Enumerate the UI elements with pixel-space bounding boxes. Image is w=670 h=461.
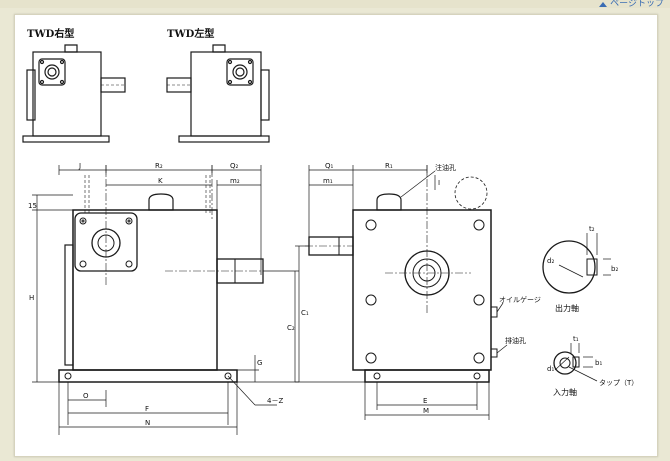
input-shaft-detail xyxy=(553,343,598,382)
page-top-label: ページトップ xyxy=(610,0,664,9)
title-right-type: TWD右型 xyxy=(27,27,74,40)
dim-F: F xyxy=(145,405,149,413)
dim-15: 15 xyxy=(28,202,37,210)
callout-oil-drain: 排油孔 xyxy=(505,336,526,345)
dim-m1: m₁ xyxy=(323,177,333,185)
dim-N: N xyxy=(145,419,150,427)
arrow-up-icon xyxy=(599,1,608,7)
top-bar xyxy=(0,0,670,8)
dim-H: H xyxy=(29,294,34,302)
callout-oil-gauge: オイルゲージ xyxy=(499,295,541,304)
dim-Q1: Q₁ xyxy=(325,162,334,170)
dim-m2: m₂ xyxy=(230,177,240,185)
output-shaft-label: 出力軸 xyxy=(555,303,579,313)
dim-O: O xyxy=(83,392,89,400)
input-shaft-label: 入力軸 xyxy=(553,387,577,397)
dim-K: K xyxy=(158,177,163,185)
title-left-type: TWD左型 xyxy=(167,27,214,40)
input-b1: b₁ xyxy=(595,359,602,367)
dim-M: M xyxy=(423,407,429,415)
dim-R1: R₁ xyxy=(385,162,393,170)
input-t1: t₁ xyxy=(573,335,579,343)
front-view: J R₂ Q₂ K m₂ 15 H C₂ G xyxy=(28,162,299,435)
output-shaft-detail xyxy=(542,233,611,294)
dim-C1: C₁ xyxy=(301,309,309,317)
dim-C2: C₂ xyxy=(287,324,295,332)
drawing-panel: TWD右型 TWD左型 xyxy=(14,14,658,457)
input-d1: d₁ xyxy=(547,365,554,373)
output-d2: d₂ xyxy=(547,257,554,265)
output-t2: t₂ xyxy=(589,225,595,233)
side-view: Q₁ R₁ m₁ I C₁ E M 注油孔 オイルゲージ 排油孔 xyxy=(295,162,541,420)
input-tap-label: タップ（T） xyxy=(599,378,638,387)
output-b2: b₂ xyxy=(611,265,618,273)
dim-G: G xyxy=(257,359,262,367)
dim-R2: R₂ xyxy=(155,162,163,170)
dim-Q2: Q₂ xyxy=(230,162,239,170)
dim-I: I xyxy=(438,179,440,187)
dim-4-Z: 4－Z xyxy=(267,397,283,405)
callout-oil-fill: 注油孔 xyxy=(435,163,456,172)
dim-J: J xyxy=(78,162,81,170)
thumb-left-type xyxy=(166,44,270,143)
dim-E: E xyxy=(423,397,427,405)
page-top-link[interactable]: ページトップ xyxy=(599,0,664,9)
technical-drawing: TWD右型 TWD左型 xyxy=(22,27,638,435)
thumb-right-type xyxy=(22,44,126,143)
